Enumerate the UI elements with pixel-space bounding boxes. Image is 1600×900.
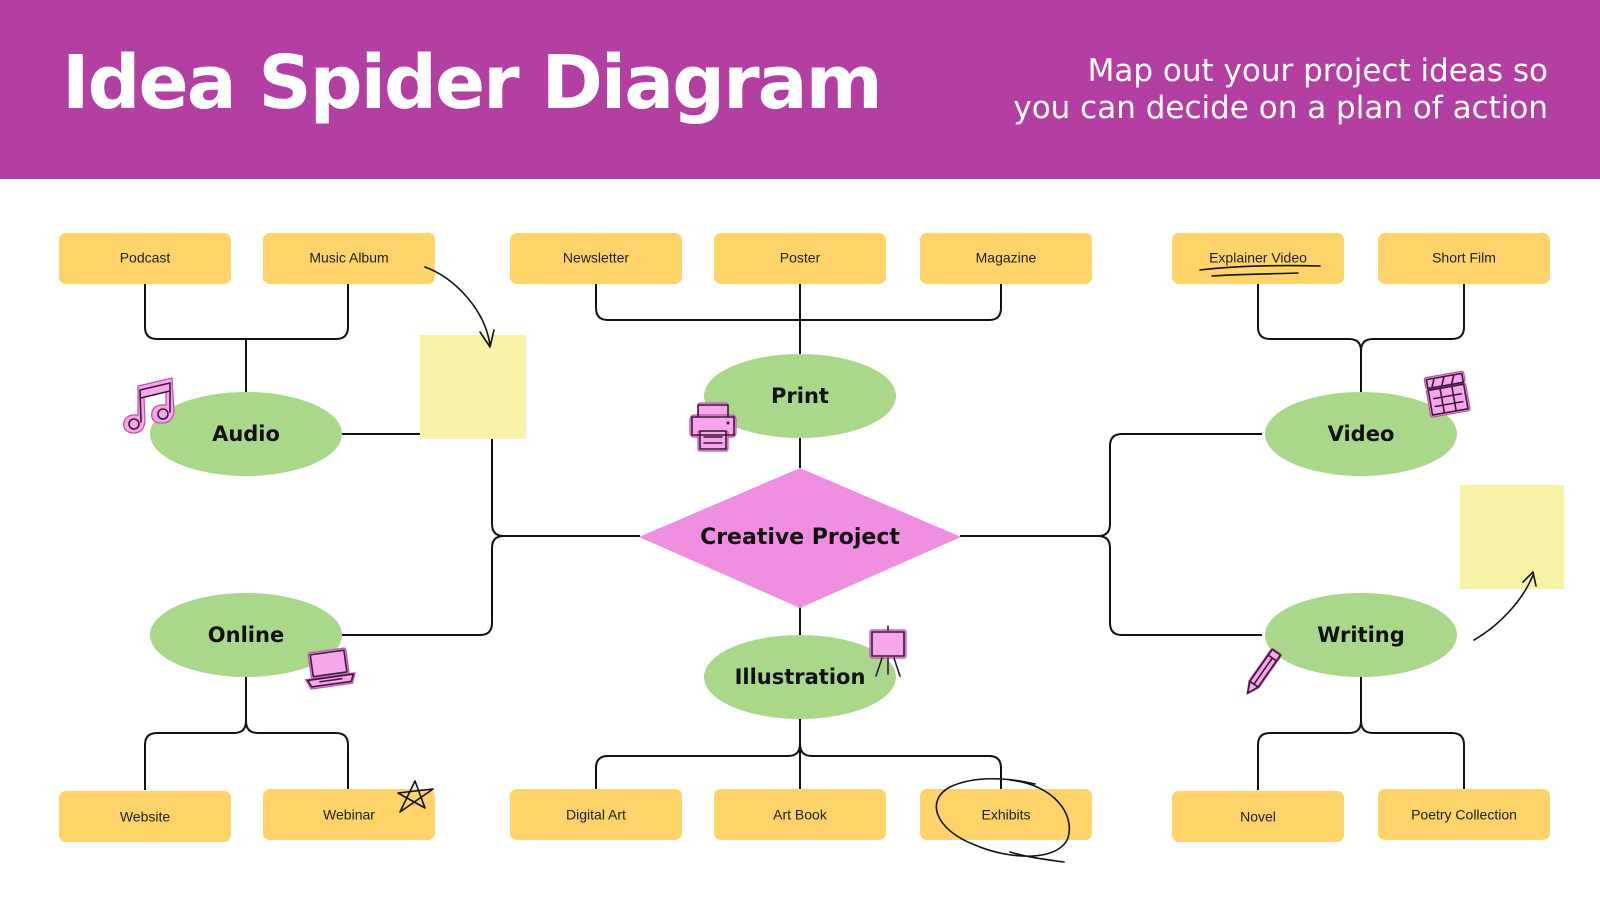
leaf-box-exhibits: Exhibits: [920, 789, 1092, 840]
category-label: Illustration: [735, 665, 866, 689]
underline-doodle: [1199, 264, 1321, 277]
music-note-icon: [123, 377, 175, 434]
leaf-box-poster: Poster: [714, 233, 886, 284]
leaf-box-newsletter: Newsletter: [510, 233, 682, 284]
printer-icon: [689, 402, 737, 452]
leaf-label: Website: [120, 809, 171, 825]
category-label: Online: [208, 623, 284, 647]
connector-lines: [144, 283, 1465, 790]
pencil-icon: [1246, 648, 1282, 696]
laptop-icon: [304, 647, 356, 690]
arrow-doodle: [424, 266, 495, 348]
easel-icon: [869, 625, 907, 677]
center-label: Creative Project: [700, 525, 900, 550]
sticky-note: [1460, 485, 1564, 589]
leaf-label: Webinar: [323, 807, 375, 823]
category-label: Video: [1328, 422, 1395, 446]
category-node-online: Online: [150, 593, 342, 677]
leaf-label: Art Book: [773, 807, 828, 823]
leaf-box-digital-art: Digital Art: [510, 789, 682, 840]
leaf-box-website: Website: [59, 791, 231, 842]
arrow-doodle: [1473, 571, 1537, 641]
category-node-writing: Writing: [1265, 593, 1457, 677]
category-node-illustration: Illustration: [704, 635, 896, 719]
category-label: Audio: [212, 422, 280, 446]
leaf-box-short-film: Short Film: [1378, 233, 1550, 284]
star-doodle: [397, 780, 434, 813]
subtitle-line-2: you can decide on a plan of action: [1013, 90, 1548, 126]
leaf-label: Music Album: [309, 250, 388, 266]
leaf-box-music-album: Music Album: [263, 233, 435, 284]
sticky-note: [420, 335, 526, 439]
leaf-box-magazine: Magazine: [920, 233, 1092, 284]
leaf-label: Novel: [1240, 809, 1276, 825]
circle-doodle: [935, 777, 1071, 863]
leaf-box-novel: Novel: [1172, 791, 1344, 842]
clapperboard-icon: [1423, 370, 1471, 418]
leaf-box-poetry-collection: Poetry Collection: [1378, 789, 1550, 840]
page-title: Idea Spider Diagram: [62, 40, 883, 126]
leaf-box-art-book: Art Book: [714, 789, 886, 840]
leaf-label: Podcast: [120, 250, 171, 266]
category-node-print: Print: [704, 354, 896, 438]
leaf-label: Newsletter: [563, 250, 629, 266]
category-label: Writing: [1317, 623, 1405, 647]
leaf-label: Digital Art: [566, 807, 626, 823]
page-subtitle: Map out your project ideas so you can de…: [988, 53, 1548, 127]
leaf-label: Short Film: [1432, 250, 1496, 266]
leaf-label: Exhibits: [981, 807, 1030, 823]
category-node-video: Video: [1265, 392, 1457, 476]
leaf-label: Magazine: [976, 250, 1037, 266]
center-node: Creative Project: [639, 468, 961, 608]
leaf-label: Explainer Video: [1209, 250, 1307, 266]
category-label: Print: [771, 384, 829, 408]
leaf-box-explainer-video: Explainer Video: [1172, 233, 1344, 284]
category-node-audio: Audio: [150, 392, 342, 476]
leaf-label: Poetry Collection: [1411, 807, 1517, 823]
header-banner: Idea Spider Diagram Map out your project…: [0, 0, 1600, 179]
leaf-label: Poster: [780, 250, 821, 266]
leaf-box-podcast: Podcast: [59, 233, 231, 284]
leaf-box-webinar: Webinar: [263, 789, 435, 840]
subtitle-line-1: Map out your project ideas so: [1087, 53, 1548, 89]
